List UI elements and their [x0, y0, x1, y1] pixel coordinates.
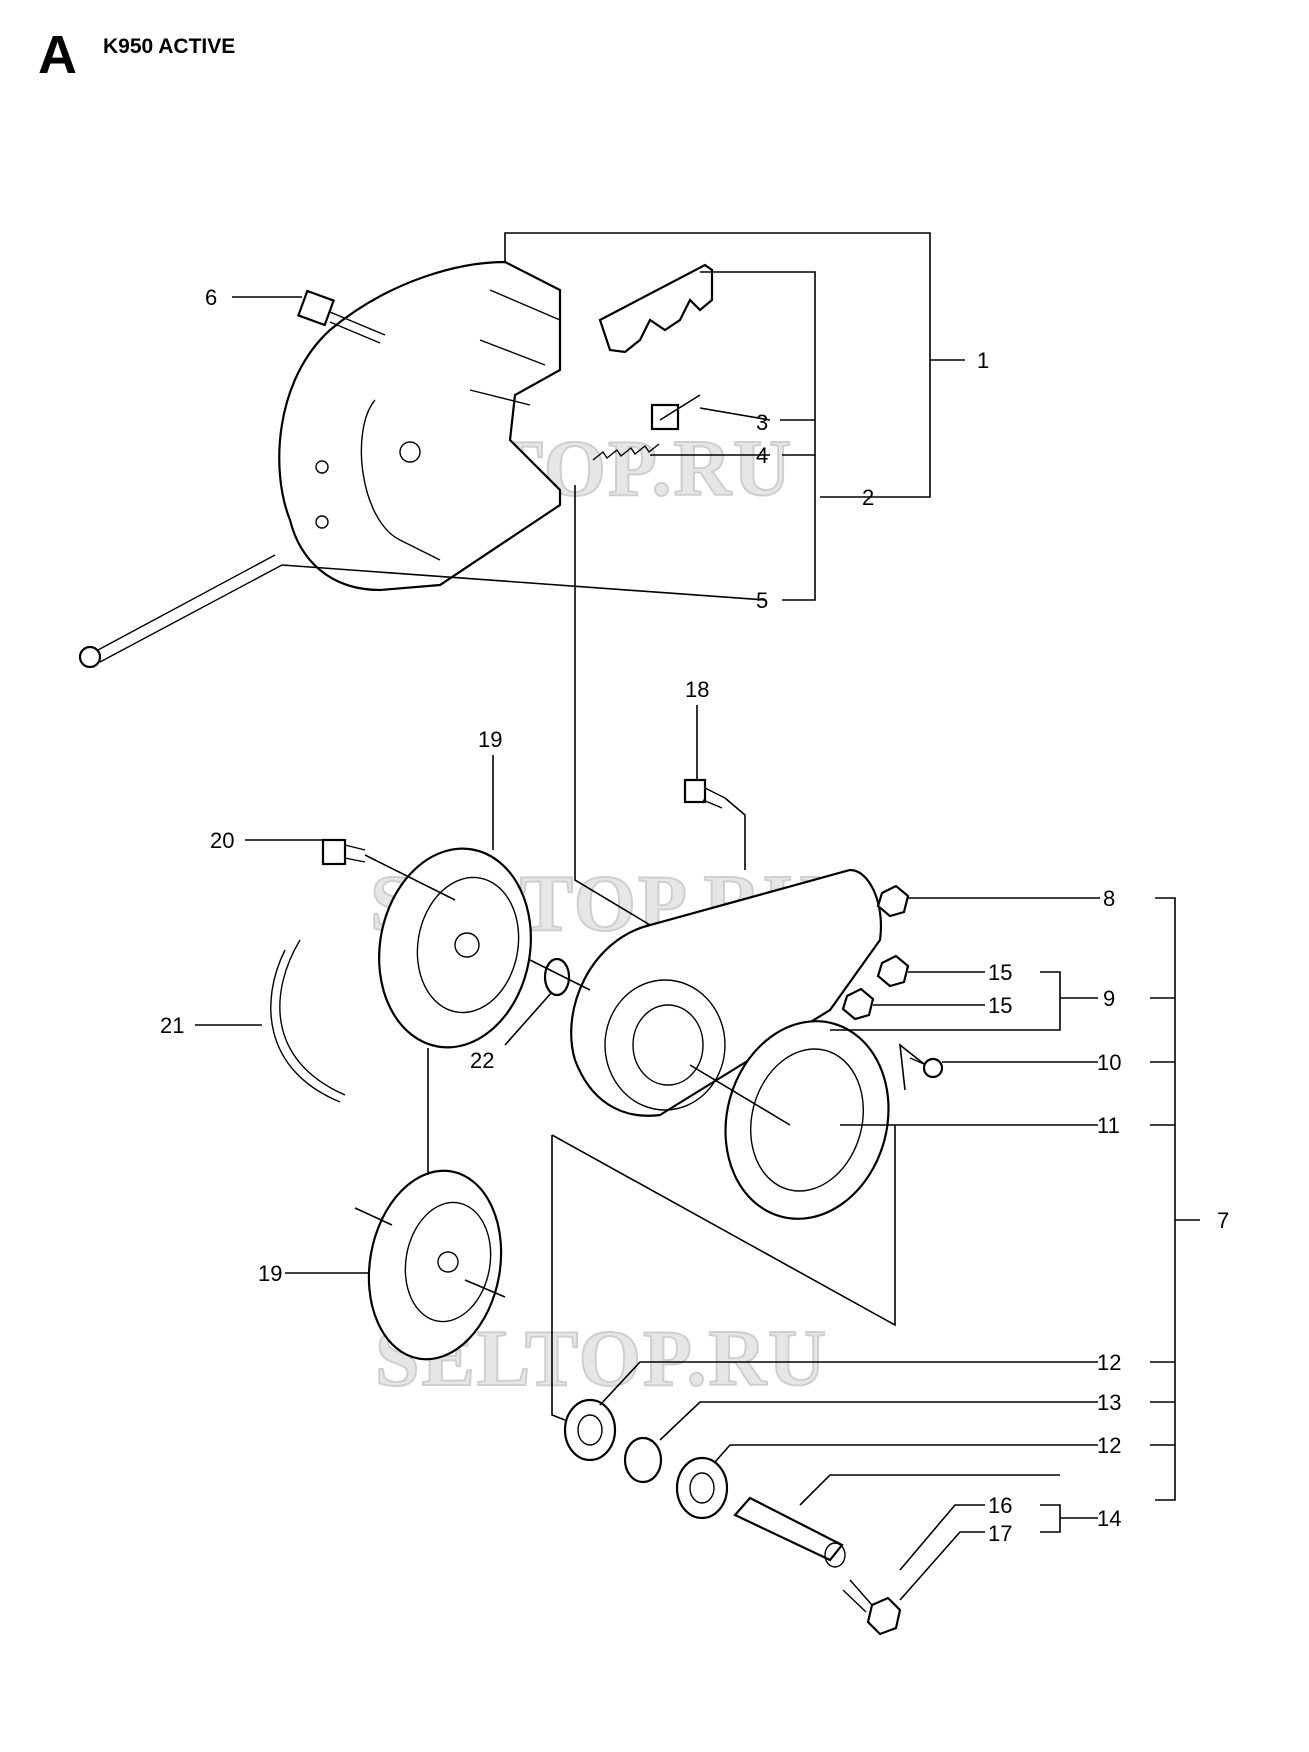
pulley-upper	[378, 847, 532, 1049]
callout-6: 6	[205, 285, 217, 310]
bearing-12-left	[563, 1398, 617, 1462]
square-nut	[650, 403, 680, 431]
callout-11: 11	[1097, 1113, 1120, 1138]
section-letter: A	[38, 25, 77, 85]
callout-3: 3	[756, 410, 768, 435]
watermark-3: SELTOP.RU	[375, 1315, 828, 1403]
model-title: K950 ACTIVE	[103, 35, 236, 58]
callout-19-upper: 19	[478, 727, 502, 752]
callout-8: 8	[1103, 886, 1115, 911]
guard-plate	[598, 263, 714, 354]
callout-15a: 15	[988, 960, 1012, 985]
callout-12-lower: 12	[1097, 1433, 1121, 1458]
spacer-13	[623, 1436, 663, 1484]
leader-lines	[195, 232, 1200, 1601]
shaft-16	[733, 1496, 846, 1568]
callout-14: 14	[1097, 1506, 1121, 1531]
nuts-8-15	[841, 884, 910, 1021]
callout-18: 18	[685, 677, 709, 702]
spring	[592, 443, 660, 461]
bolt-20	[321, 838, 366, 866]
callout-13: 13	[1097, 1390, 1121, 1415]
o-ring-22	[543, 957, 571, 997]
bolt-6	[296, 289, 386, 344]
seal-ring-11	[724, 1020, 890, 1220]
bolt-18	[683, 778, 726, 809]
callout-10: 10	[1097, 1050, 1121, 1075]
callout-12-upper: 12	[1097, 1350, 1121, 1375]
belt-guard-cover	[278, 260, 562, 592]
pulley-guard-housing	[570, 868, 883, 1117]
callout-16: 16	[988, 1493, 1012, 1518]
callout-22: 22	[470, 1048, 494, 1073]
callout-4: 4	[756, 443, 768, 468]
screw-10	[909, 1057, 944, 1079]
callout-1: 1	[977, 348, 989, 373]
callout-15b: 15	[988, 993, 1012, 1018]
callout-7: 7	[1217, 1208, 1229, 1233]
callout-20: 20	[210, 828, 234, 853]
bolt-17	[842, 1579, 902, 1636]
long-screw-5	[78, 554, 283, 669]
drive-belt-21	[270, 939, 346, 1103]
callout-5: 5	[756, 588, 768, 613]
callout-labels: 1 2 3 4 5 6 18 19 20 8 15 15 9 10 11 21 …	[160, 285, 1229, 1546]
callout-9: 9	[1103, 986, 1115, 1011]
pulley-lower	[367, 1169, 503, 1361]
callout-19-lower: 19	[258, 1261, 282, 1286]
bearing-12-right	[675, 1456, 729, 1520]
callout-21: 21	[160, 1013, 184, 1038]
callout-17: 17	[988, 1521, 1012, 1546]
callout-2: 2	[862, 485, 874, 510]
